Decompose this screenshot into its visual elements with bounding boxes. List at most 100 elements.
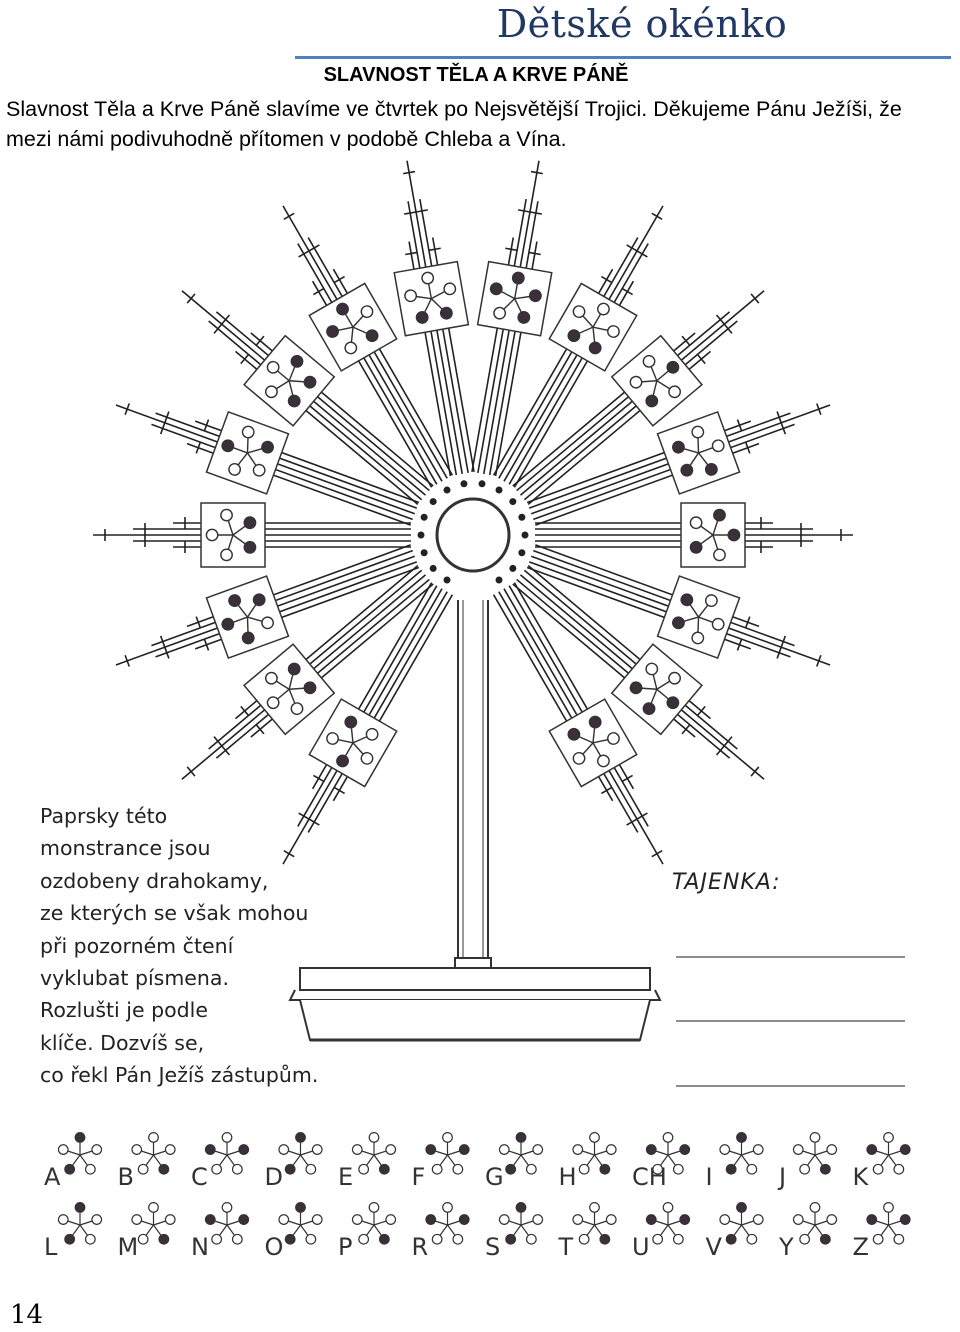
article-heading: SLAVNOST TĚLA A KRVE PÁNĚ xyxy=(323,64,629,86)
cipher-key-letter: E xyxy=(338,1163,353,1191)
instruction-line: co řekl Pán Ježíš zástupům. xyxy=(40,1063,319,1088)
gem-motif xyxy=(326,302,379,355)
cipher-key-letter: T xyxy=(558,1233,574,1261)
monstrance-ray xyxy=(509,290,765,506)
monstrance-ray xyxy=(518,403,831,526)
gem-motif xyxy=(672,425,725,477)
gem-motif xyxy=(221,593,274,645)
page-number: 14 xyxy=(10,1300,44,1330)
gem-motif xyxy=(567,302,620,355)
gem-motif xyxy=(404,271,457,324)
cipher-key-item: I xyxy=(706,1131,764,1191)
gem-motif xyxy=(719,1201,764,1245)
monstrance-ray xyxy=(393,160,475,488)
cipher-key-letter: N xyxy=(191,1233,209,1261)
cipher-key-letter: B xyxy=(118,1163,134,1191)
cipher-key-item: L xyxy=(44,1201,103,1261)
gem-motif xyxy=(489,271,542,324)
cipher-key-letter: K xyxy=(853,1163,870,1191)
cipher-key-letter: Y xyxy=(778,1233,794,1261)
monstrance-base xyxy=(288,600,662,1042)
monstrance-ray xyxy=(521,502,853,568)
gem-motif xyxy=(131,1131,176,1175)
cipher-key-item: O xyxy=(265,1201,323,1261)
monstrance-ray xyxy=(93,502,425,568)
gem-motif xyxy=(498,1131,544,1175)
cipher-key-letter: O xyxy=(265,1233,284,1261)
cipher-key-letter: C xyxy=(191,1163,208,1191)
gem-motif xyxy=(792,1131,838,1175)
cipher-key-item: E xyxy=(338,1131,397,1191)
cipher-key-letter: L xyxy=(44,1233,58,1261)
gem-motif xyxy=(221,425,274,477)
cipher-key-item: U xyxy=(632,1201,691,1261)
cipher-key-item: C xyxy=(191,1131,250,1191)
cipher-key-letter: J xyxy=(777,1163,786,1191)
gem-motif xyxy=(57,1131,103,1175)
gem-motif xyxy=(689,508,741,562)
page-header-title: Dětské okénko xyxy=(496,2,788,46)
cipher-key-letter: M xyxy=(118,1233,139,1261)
cipher-key-item: S xyxy=(485,1201,544,1261)
monstrance-ray xyxy=(282,576,454,865)
gem-motif xyxy=(351,1131,397,1175)
gem-motif xyxy=(629,354,681,408)
cipher-key-item: M xyxy=(118,1201,176,1261)
gem-motif xyxy=(204,1131,250,1175)
instruction-line: Rozlušti je podle xyxy=(40,998,208,1023)
cipher-key-item: R xyxy=(412,1201,470,1261)
instruction-line: Paprsky této xyxy=(40,804,168,828)
gem-motif xyxy=(719,1131,764,1175)
instruction-line: monstrance jsou xyxy=(40,836,211,861)
answer-lines xyxy=(676,956,905,1087)
monstrance-ray xyxy=(471,160,553,488)
monstrance-ray xyxy=(509,564,765,780)
gem-motif xyxy=(278,1131,323,1175)
cipher-key-item: D xyxy=(265,1131,323,1191)
cipher-key-item: A xyxy=(44,1131,103,1191)
cipher-key-letter: P xyxy=(338,1233,352,1261)
cipher-key-letter: D xyxy=(265,1163,283,1191)
monstrance-ray xyxy=(492,576,664,865)
gem-motif xyxy=(866,1201,911,1245)
answer-label: TAJENKA: xyxy=(672,870,781,895)
gem-motif xyxy=(204,1201,250,1245)
gem-motif xyxy=(326,715,379,768)
cipher-key-letter: G xyxy=(485,1163,504,1191)
cipher-key-item: P xyxy=(338,1201,397,1261)
gem-motif xyxy=(629,662,681,716)
cipher-key-letter: S xyxy=(485,1233,500,1261)
cipher-key-letter: U xyxy=(632,1233,650,1261)
gem-motif xyxy=(645,1201,691,1245)
monstrance-ray xyxy=(115,544,428,667)
monstrance-ray xyxy=(518,544,831,667)
monstrance-ray xyxy=(115,403,428,526)
gem-motif xyxy=(351,1201,397,1245)
instruction-line: při pozorném čtení xyxy=(40,933,234,958)
monstrance-ray xyxy=(181,290,437,506)
cipher-key-item: Y xyxy=(778,1201,838,1261)
cipher-key-item: T xyxy=(558,1201,617,1261)
monstrance-rays xyxy=(93,160,853,865)
instruction-line: vyklubat písmena. xyxy=(40,966,229,991)
gem-motif xyxy=(265,662,317,716)
cipher-key-item: V xyxy=(706,1201,764,1261)
monstrance-ray xyxy=(181,564,437,780)
cipher-key-item: N xyxy=(191,1201,250,1261)
header-rule xyxy=(295,56,951,59)
gem-motif xyxy=(572,1131,617,1175)
gem-motif xyxy=(205,508,257,562)
monstrance-ray xyxy=(282,205,454,494)
gem-motif xyxy=(131,1201,176,1245)
gem-motif xyxy=(567,715,620,768)
gem-motif xyxy=(278,1201,323,1245)
gem-motif xyxy=(57,1201,103,1245)
cipher-key-letter: V xyxy=(706,1233,723,1261)
cipher-key-letter: F xyxy=(412,1163,426,1191)
cipher-key-letter: CH xyxy=(632,1163,667,1191)
cipher-key-item: CH xyxy=(632,1131,691,1191)
puzzle-instructions: Paprsky této monstrance jsou ozdobeny dr… xyxy=(40,800,380,1092)
monstrance-lunette xyxy=(435,497,511,573)
